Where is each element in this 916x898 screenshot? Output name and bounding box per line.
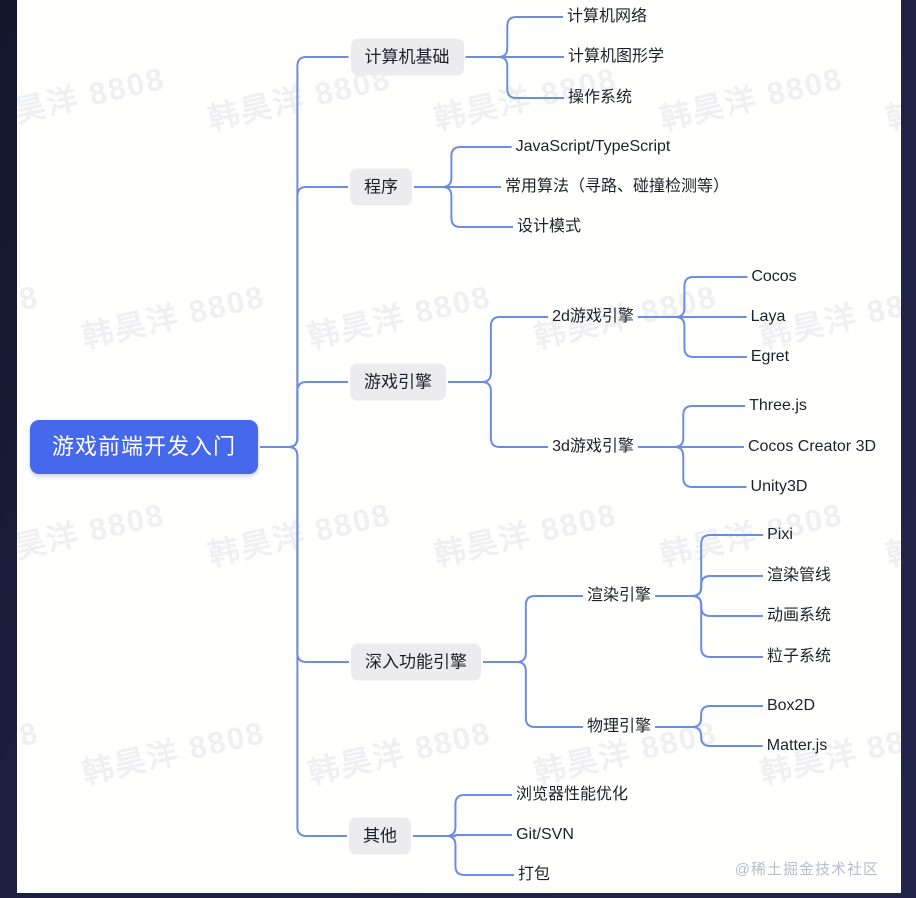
mindmap-leaf-3-2-3[interactable]: Unity3D [749,473,810,501]
node-label: 粒子系统 [766,648,831,665]
node-label: 计算机图形学 [567,48,664,65]
mindmap-branch-2[interactable]: 程序 [350,168,412,206]
mindmap-subbranch-4-1[interactable]: 渲染引擎 [585,582,653,610]
credit-watermark: @稀土掘金技术社区 [734,861,879,878]
node-label: Unity3D [750,478,808,495]
mindmap-leaf-3-1-2[interactable]: Laya [749,303,788,331]
mindmap-leaf-3-2-1[interactable]: Three.js [747,392,809,420]
node-label: Matter.js [766,737,828,754]
node-label: 游戏前端开发入门 [51,434,236,459]
node-label: Cocos [751,268,797,285]
node-label: 操作系统 [567,89,632,106]
node-label: 计算机基础 [364,47,450,67]
mindmap-root-node[interactable]: 游戏前端开发入门 [29,420,258,474]
node-label: Cocos Creator 3D [747,438,877,455]
node-label: 游戏引擎 [364,372,432,392]
node-label: 浏览器性能优化 [515,786,628,803]
mindmap-leaf-3-1-1[interactable]: Cocos [749,263,798,291]
node-label: 设计模式 [516,218,581,235]
node-label: JavaScript/TypeScript [515,138,671,155]
mindmap-connectors [260,16,764,876]
mindmap-leaf-3-1-3[interactable]: Egret [749,343,791,371]
mindmap-subbranch-3-2[interactable]: 3d游戏引擎 [550,433,636,461]
node-label: 常用算法（寻路、碰撞检测等） [504,178,729,195]
mindmap-leaf-2-2[interactable]: 常用算法（寻路、碰撞检测等） [503,173,731,201]
mindmap-leaf-5-1[interactable]: 浏览器性能优化 [514,781,630,809]
mindmap-leaf-4-1-2[interactable]: 渲染管线 [765,562,833,590]
node-label: Three.js [749,397,807,414]
mindmap-leaf-1-1[interactable]: 计算机网络 [565,3,649,31]
mindmap-branch-5[interactable]: 其他 [349,817,411,855]
node-label: Git/SVN [516,826,574,843]
node-label: 2d游戏引擎 [552,308,634,325]
mindmap-leaf-2-1[interactable]: JavaScript/TypeScript [514,133,673,161]
mindmap-leaf-4-1-3[interactable]: 动画系统 [765,602,833,630]
mindmap-leaf-5-3[interactable]: 打包 [516,861,552,889]
node-label: 打包 [517,866,550,883]
node-label: 渲染管线 [766,567,831,584]
node-label: Laya [750,308,786,325]
node-label: 程序 [364,177,398,197]
mindmap-leaf-2-3[interactable]: 设计模式 [515,213,583,241]
node-label: 物理引擎 [586,718,651,735]
mindmap-leaf-4-2-1[interactable]: Box2D [765,692,817,720]
node-label: 计算机网络 [566,8,647,25]
mindmap-leaf-3-2-2[interactable]: Cocos Creator 3D [746,433,878,461]
mindmap-leaf-1-3[interactable]: 操作系统 [566,84,634,112]
mindmap-branch-3[interactable]: 游戏引擎 [350,363,446,401]
node-label: 3d游戏引擎 [552,438,634,455]
mindmap-leaf-4-1-1[interactable]: Pixi [765,521,795,549]
node-label: Box2D [766,697,816,714]
mindmap-subbranch-4-2[interactable]: 物理引擎 [585,713,653,741]
mindmap-subbranch-3-1[interactable]: 2d游戏引擎 [550,303,636,331]
mindmap-branch-4[interactable]: 深入功能引擎 [351,643,481,681]
node-label: Egret [750,348,790,365]
mindmap-leaf-4-2-2[interactable]: Matter.js [765,732,829,760]
node-label: Pixi [767,526,793,543]
mindmap-branch-1[interactable]: 计算机基础 [350,38,464,76]
node-label: 深入功能引擎 [365,652,467,672]
mindmap-leaf-4-1-4[interactable]: 粒子系统 [765,643,833,671]
mindmap-leaf-5-2[interactable]: Git/SVN [514,821,576,849]
node-label: 其他 [363,826,397,846]
mindmap-leaf-1-2[interactable]: 计算机图形学 [566,43,666,71]
node-label: 渲染引擎 [586,587,651,604]
node-label: 动画系统 [766,607,831,624]
